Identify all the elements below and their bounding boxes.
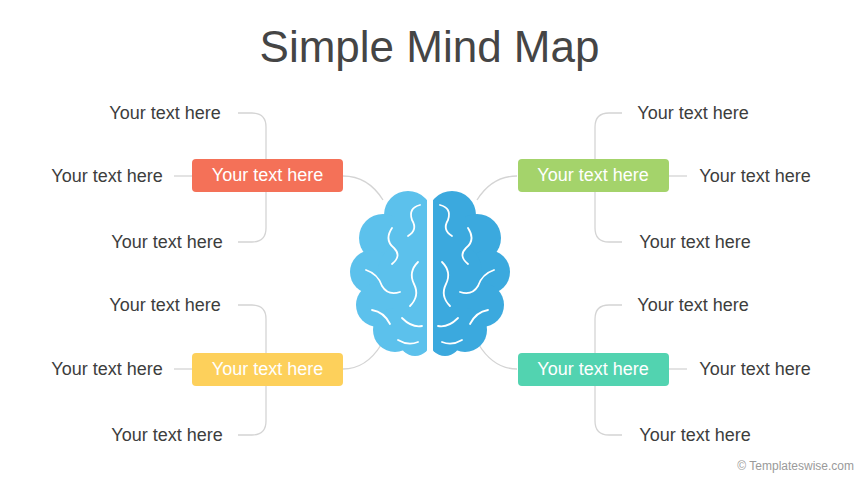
topic-text: Your text here [537, 165, 648, 186]
subtopic-text: Your text here [637, 295, 748, 316]
subtopic-text: Your text here [109, 103, 220, 124]
brain-illustration [350, 191, 510, 356]
topic-box: Your text here [192, 159, 343, 192]
subtopic-text: Your text here [111, 425, 222, 446]
subtopic-text: Your text here [51, 359, 162, 380]
subtopic-text: Your text here [639, 425, 750, 446]
topic-text: Your text here [537, 359, 648, 380]
subtopic-text: Your text here [51, 166, 162, 187]
subtopic-text: Your text here [109, 295, 220, 316]
topic-text: Your text here [212, 359, 323, 380]
subtopic-text: Your text here [699, 166, 810, 187]
subtopic-text: Your text here [637, 103, 748, 124]
subtopic-text: Your text here [111, 232, 222, 253]
topic-box: Your text here [518, 353, 669, 386]
subtopic-text: Your text here [639, 232, 750, 253]
topic-box: Your text here [192, 353, 343, 386]
branch-lines [174, 113, 687, 435]
topic-text: Your text here [212, 165, 323, 186]
title: Simple Mind Map [0, 22, 859, 72]
watermark: © Templateswise.com [737, 459, 854, 473]
subtopic-text: Your text here [699, 359, 810, 380]
topic-box: Your text here [518, 159, 669, 192]
